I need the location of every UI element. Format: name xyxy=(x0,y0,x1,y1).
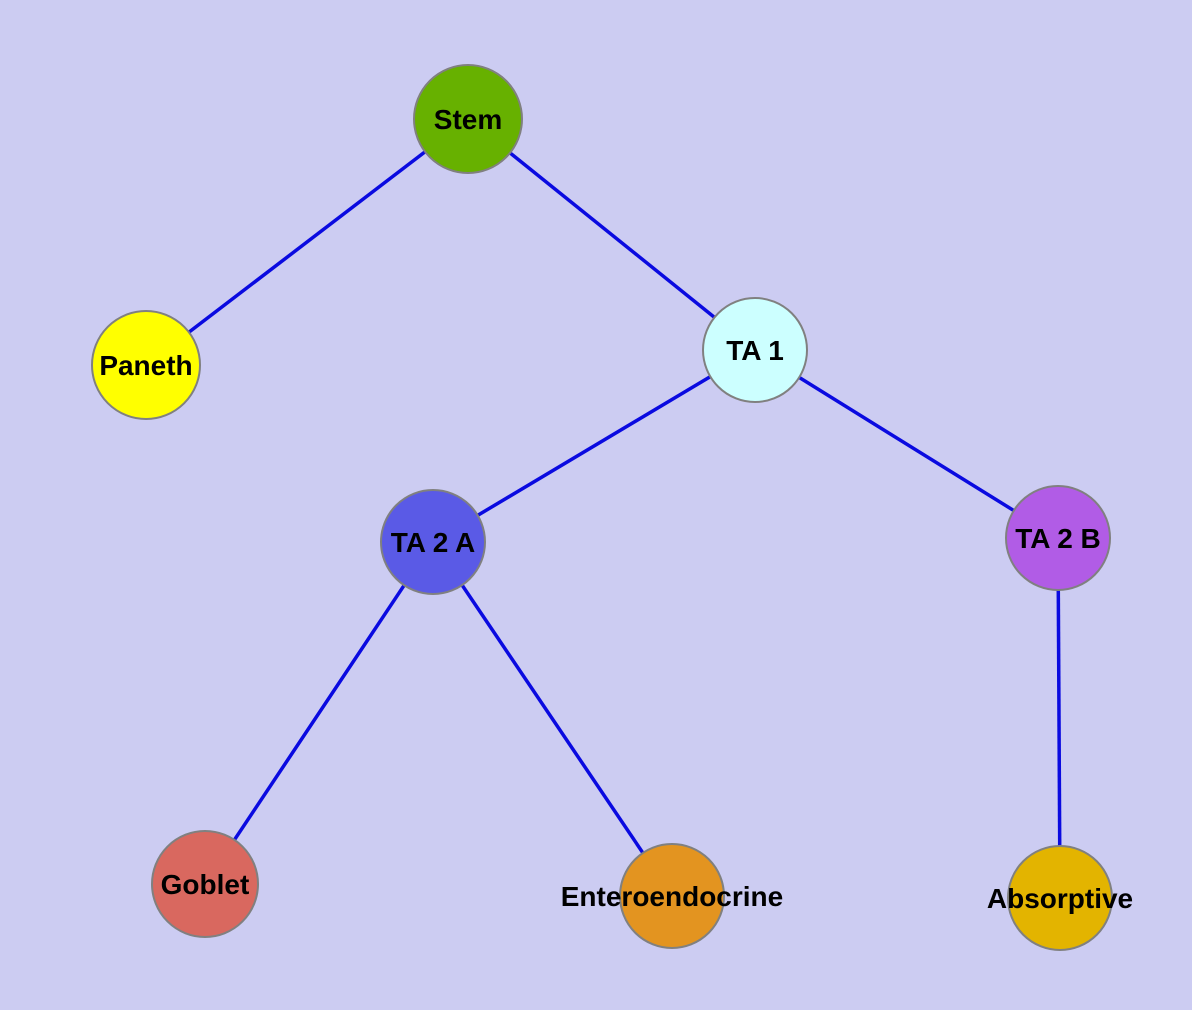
node-ta1[interactable] xyxy=(702,297,808,403)
edge-ta2a-goblet xyxy=(203,541,435,885)
edge-ta1-ta2b xyxy=(754,348,1059,540)
edge-stem-ta1 xyxy=(466,117,757,352)
edge-ta2b-absorptive xyxy=(1056,537,1062,899)
node-ta2b[interactable] xyxy=(1005,485,1111,591)
node-label-enteroendocrine: Enteroendocrine xyxy=(561,881,783,912)
node-stem[interactable] xyxy=(413,64,523,174)
node-label-ta2b: TA 2 B xyxy=(1015,523,1101,554)
node-paneth[interactable] xyxy=(91,310,201,420)
edge-ta1-ta2a xyxy=(432,348,756,544)
node-ta2a[interactable] xyxy=(380,489,486,595)
node-label-absorptive: Absorptive xyxy=(987,883,1133,914)
edge-ta2a-enteroendocrine xyxy=(431,541,674,897)
node-label-ta2a: TA 2 A xyxy=(391,527,476,558)
node-absorptive[interactable] xyxy=(1007,845,1113,951)
node-label-goblet: Goblet xyxy=(161,869,250,900)
edge-stem-paneth xyxy=(144,117,470,367)
node-goblet[interactable] xyxy=(151,830,259,938)
node-label-paneth: Paneth xyxy=(99,350,192,381)
node-label-ta1: TA 1 xyxy=(726,335,784,366)
node-enteroendocrine[interactable] xyxy=(619,843,725,949)
node-label-stem: Stem xyxy=(434,104,502,135)
